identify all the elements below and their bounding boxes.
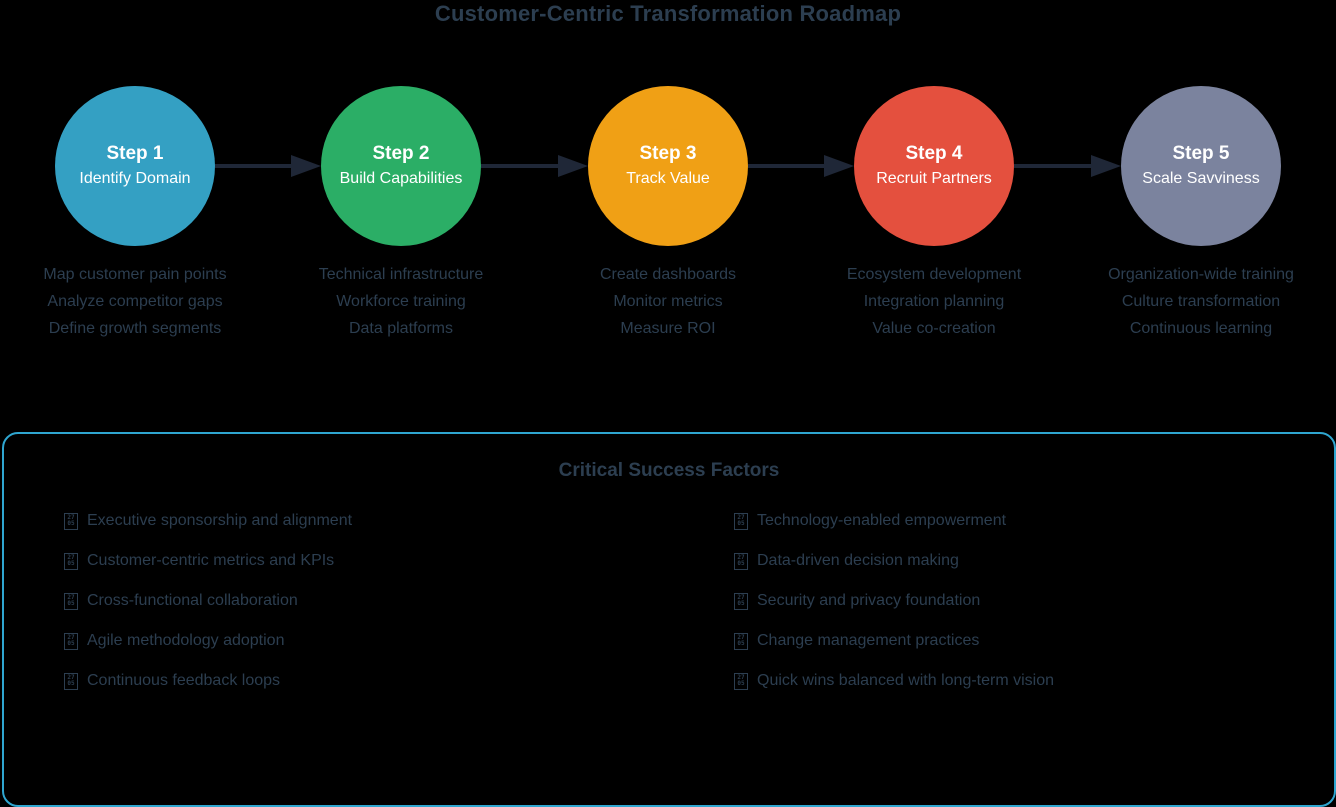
detail-line: Data platforms — [348, 320, 454, 337]
step-2-name: Build Capabilities — [339, 170, 463, 187]
step-2-details: Technical infrastructure Workforce train… — [261, 261, 541, 342]
step-1-name: Identify Domain — [79, 170, 191, 187]
csf-item-label: Technology-enabled empowerment — [757, 512, 1007, 529]
page-title: Customer-Centric Transformation Roadmap — [434, 1, 902, 26]
csf-item-label: Quick wins balanced with long-term visio… — [757, 672, 1055, 689]
step-5-label: Step 5 — [1172, 143, 1230, 164]
step-3-circle: Step 3 Track Value — [588, 86, 748, 246]
step-3-details: Create dashboards Monitor metrics Measur… — [528, 261, 808, 342]
csf-heading: Critical Success Factors — [558, 460, 780, 481]
csf-item-label: Executive sponsorship and alignment — [87, 512, 353, 529]
arrow-right-icon — [748, 155, 854, 177]
detail-line: Value co-creation — [872, 320, 996, 337]
detail-line: Workforce training — [336, 293, 466, 310]
csf-item-label: Agile methodology adoption — [87, 632, 285, 649]
csf-item-label: Cross-functional collaboration — [87, 592, 298, 609]
step-5-circle: Step 5 Scale Savviness — [1121, 86, 1281, 246]
detail-line: Continuous learning — [1129, 320, 1273, 337]
step-4-details: Ecosystem development Integration planni… — [794, 261, 1074, 342]
detail-line: Measure ROI — [620, 320, 716, 337]
step-5-details: Organization-wide training Culture trans… — [1061, 261, 1336, 342]
step-4-name: Recruit Partners — [876, 170, 992, 187]
arrow-right-icon — [481, 155, 588, 177]
detail-line: Create dashboards — [599, 266, 737, 283]
step-5-name: Scale Savviness — [1142, 170, 1260, 187]
csf-item-label: Security and privacy foundation — [757, 592, 981, 609]
detail-line: Ecosystem development — [846, 266, 1022, 283]
arrow-right-icon — [215, 155, 321, 177]
detail-line: Monitor metrics — [613, 293, 723, 310]
step-2-label: Step 2 — [372, 143, 430, 164]
step-1-label: Step 1 — [106, 143, 164, 164]
step-1-circle: Step 1 Identify Domain — [55, 86, 215, 246]
detail-line: Organization-wide training — [1108, 266, 1294, 283]
csf-item-label: Continuous feedback loops — [87, 672, 281, 689]
detail-line: Map customer pain points — [43, 266, 227, 283]
step-4-circle: Step 4 Recruit Partners — [854, 86, 1014, 246]
step-3-label: Step 3 — [639, 143, 697, 164]
detail-line: Define growth segments — [48, 320, 222, 337]
detail-line: Analyze competitor gaps — [47, 293, 223, 310]
step-1-details: Map customer pain points Analyze competi… — [0, 261, 275, 342]
step-3-name: Track Value — [626, 170, 710, 187]
csf-item-label: Data-driven decision making — [757, 552, 959, 569]
csf-item-label: Customer-centric metrics and KPIs — [87, 552, 335, 569]
arrow-right-icon — [1014, 155, 1121, 177]
detail-line: Technical infrastructure — [318, 266, 484, 283]
step-4-label: Step 4 — [905, 143, 963, 164]
detail-line: Integration planning — [863, 293, 1005, 310]
detail-line: Culture transformation — [1121, 293, 1281, 310]
step-2-circle: Step 2 Build Capabilities — [321, 86, 481, 246]
csf-item-label: Change management practices — [757, 632, 980, 649]
